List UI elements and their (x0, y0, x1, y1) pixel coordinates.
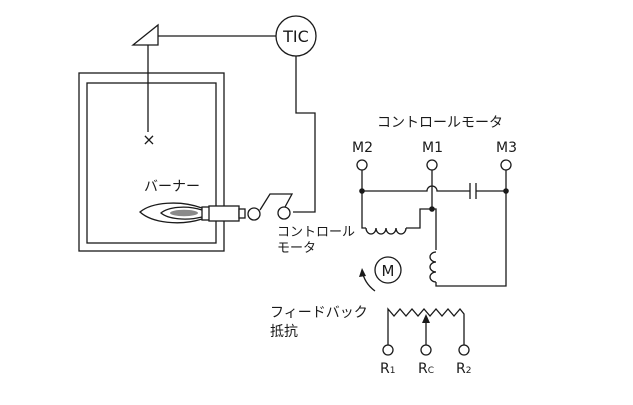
terminal-m1 (426, 159, 438, 171)
burner-body (208, 205, 240, 222)
linkage-pivot-right (277, 206, 291, 220)
terminal-m2-label: M2 (352, 140, 373, 156)
rotation-arrow-icon (359, 268, 366, 277)
terminal-rc-letter: R (418, 361, 428, 377)
sensor-head-icon (131, 23, 159, 46)
linkage-pivot-left (247, 207, 261, 221)
wire-bus-left (362, 185, 470, 192)
feedback-resistor-label-line2: 抵抗 (270, 324, 298, 340)
burner-valve-stem (238, 208, 246, 219)
terminal-m2 (356, 159, 368, 171)
linkage-arm (259, 193, 294, 211)
furnace (78, 72, 225, 252)
terminal-m3-label: M3 (496, 140, 517, 156)
tic-output-line (293, 56, 316, 213)
tic-controller: TIC (275, 15, 317, 57)
terminal-rc-subscript: C (428, 366, 434, 376)
terminal-m3 (500, 159, 512, 171)
motor-winding-2 (429, 251, 437, 283)
terminal-r1-label: R1 (380, 361, 395, 377)
terminal-r1-subscript: 1 (390, 366, 396, 376)
burner-flame-outer (139, 202, 203, 224)
control-motor-title: コントロールモータ (377, 115, 503, 131)
temperature-sensor: × (131, 23, 159, 149)
burner-label: バーナー (144, 179, 200, 195)
terminal-r2-label: R2 (456, 361, 471, 377)
furnace-inner-wall (86, 82, 217, 244)
burner-flame-core (170, 209, 198, 217)
terminal-m1-label: M1 (422, 140, 443, 156)
furnace-outer-wall (78, 72, 225, 252)
burner: バーナー (139, 179, 294, 224)
wire-winding1-right (406, 208, 432, 229)
terminal-r2-letter: R (456, 361, 466, 377)
control-motor-label-line1: コントロール (277, 225, 355, 240)
resistor-zigzag (387, 307, 465, 318)
terminal-r1 (382, 344, 394, 356)
sensor-point-mark: × (142, 130, 155, 149)
wire-common-down (432, 208, 437, 250)
terminal-r1-letter: R (380, 361, 390, 377)
wire-winding2-return (435, 191, 507, 287)
motor-symbol-label: M (382, 262, 395, 280)
terminal-r2-subscript: 2 (466, 366, 472, 376)
wiper-arrow-icon (422, 314, 430, 323)
terminal-r2 (458, 344, 470, 356)
motor-winding-1 (365, 227, 407, 235)
feedback-resistor (382, 307, 470, 356)
motor: M (359, 256, 402, 292)
burner-flame-inner (159, 206, 203, 220)
tic-label: TIC (282, 27, 309, 46)
wire-winding1-left (361, 191, 366, 229)
motor-symbol-icon (374, 256, 402, 284)
control-motor-label-line2: モータ (277, 241, 316, 256)
feedback-resistor-label-line1: フィードバック (270, 305, 368, 321)
terminal-rc-label: RC (418, 361, 434, 377)
terminal-rc (420, 344, 432, 356)
motor-wiring (359, 170, 509, 287)
